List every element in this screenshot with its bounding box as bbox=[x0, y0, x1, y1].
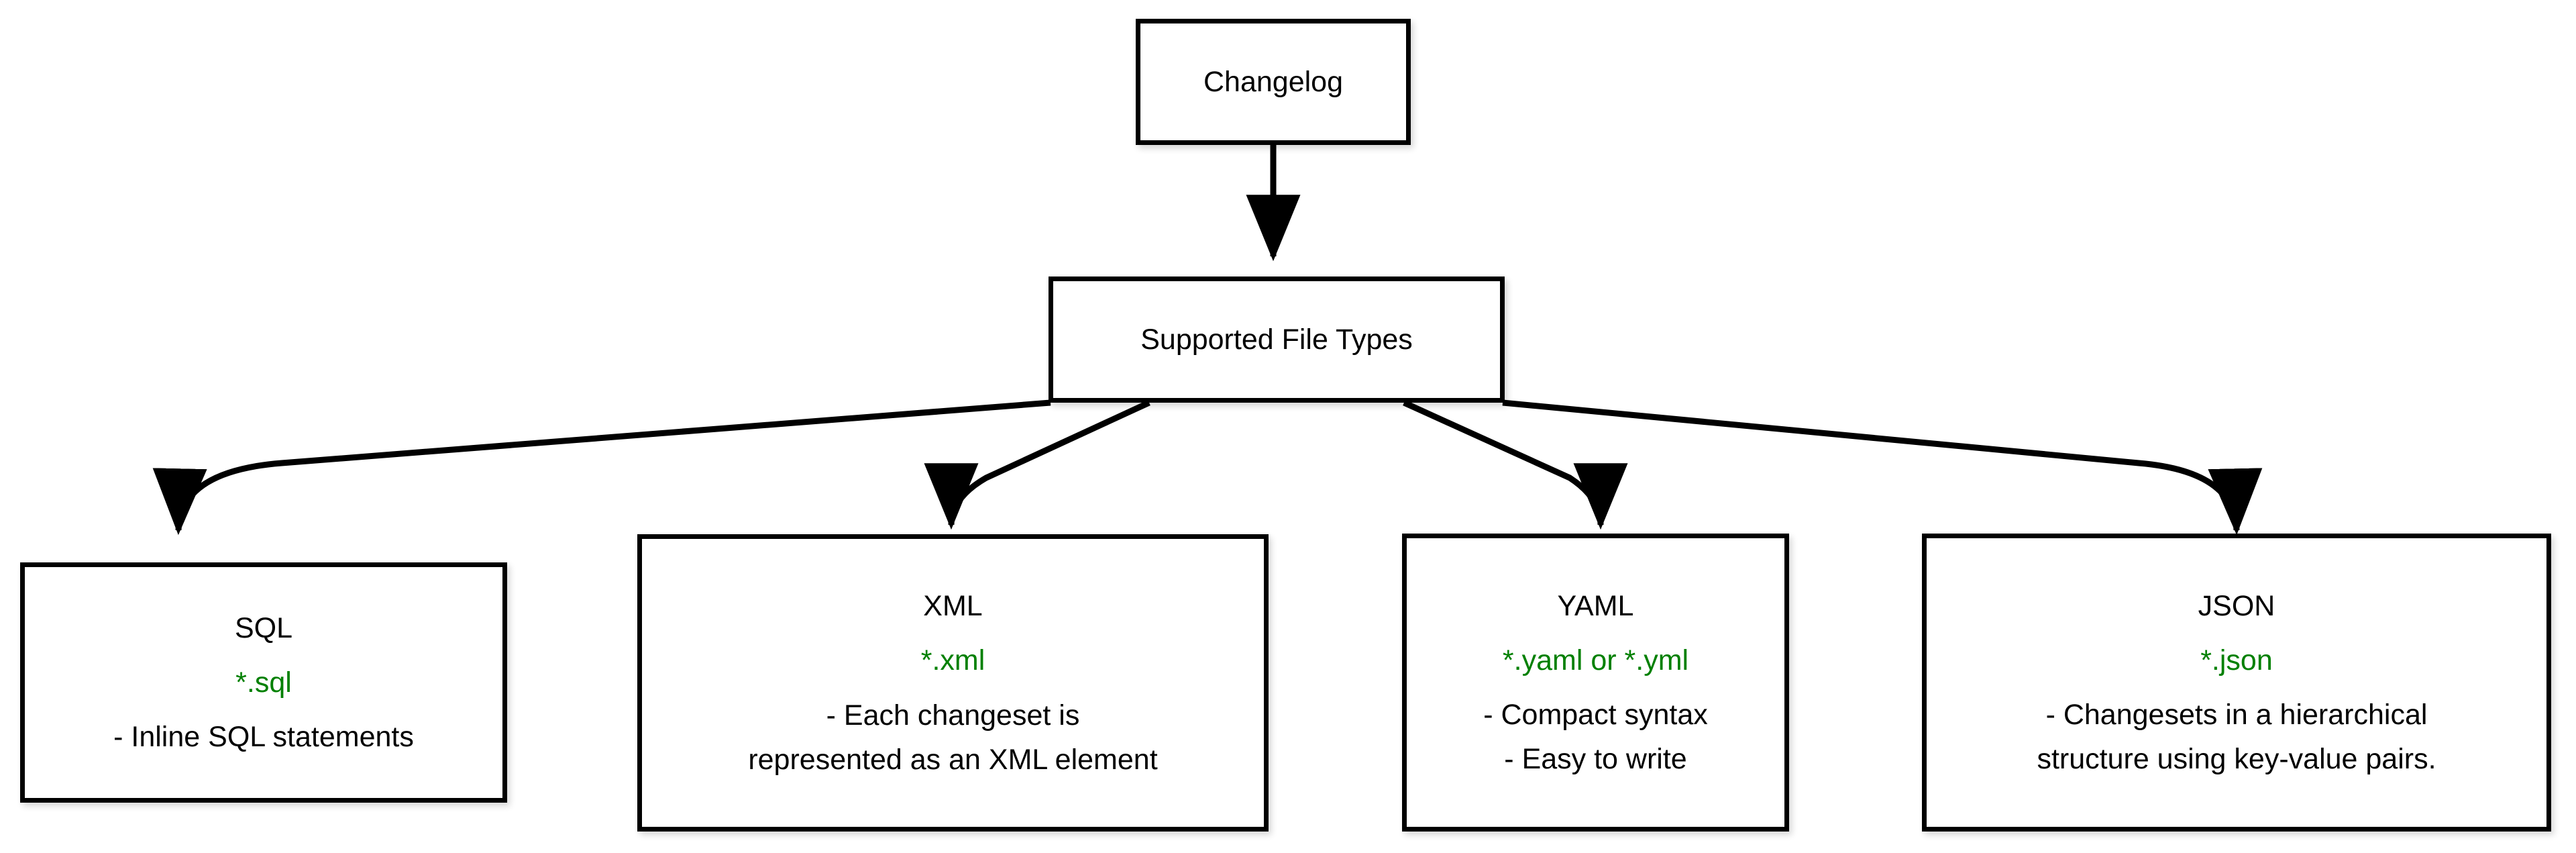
edge-supported-to-xml bbox=[924, 399, 1150, 530]
node-yaml-title: YAML bbox=[1557, 589, 1634, 622]
edge-supported-to-yaml bbox=[1403, 399, 1628, 530]
node-yaml-extension: *.yaml or *.yml bbox=[1502, 644, 1689, 676]
node-xml-extension: *.xml bbox=[920, 644, 985, 677]
node-supported-file-types[interactable]: Supported File Types bbox=[1049, 277, 1505, 403]
edge-supported-to-sql bbox=[152, 399, 1051, 536]
node-json-description: - Changesets in a hierarchical structure… bbox=[2037, 697, 2436, 777]
node-changelog-label: Changelog bbox=[1203, 65, 1343, 98]
node-xml-description: - Each changeset is represented as an XM… bbox=[748, 697, 1157, 778]
node-sql[interactable]: SQL *.sql - Inline SQL statements bbox=[20, 562, 507, 803]
node-supported-file-types-label: Supported File Types bbox=[1140, 323, 1413, 356]
node-changelog[interactable]: Changelog bbox=[1136, 19, 1411, 145]
node-json[interactable]: JSON *.json - Changesets in a hierarchic… bbox=[1922, 534, 2551, 832]
node-yaml[interactable]: YAML *.yaml or *.yml - Compact syntax - … bbox=[1402, 534, 1789, 832]
node-xml[interactable]: XML *.xml - Each changeset is represente… bbox=[637, 534, 1269, 832]
node-sql-extension: *.sql bbox=[235, 666, 292, 699]
node-yaml-description-line: - Compact syntax bbox=[1483, 699, 1708, 731]
node-json-title: JSON bbox=[2198, 589, 2275, 622]
node-json-description-line: structure using key-value pairs. bbox=[2037, 743, 2436, 776]
node-yaml-description-line: - Easy to write bbox=[1504, 743, 1687, 776]
node-sql-description: - Inline SQL statements bbox=[113, 719, 414, 755]
edge-supported-to-json bbox=[1502, 399, 2263, 536]
node-xml-title: XML bbox=[923, 590, 983, 623]
node-sql-description-line: - Inline SQL statements bbox=[113, 721, 414, 754]
node-json-extension: *.json bbox=[2200, 644, 2273, 676]
node-json-description-line: - Changesets in a hierarchical bbox=[2045, 699, 2428, 731]
node-yaml-description: - Compact syntax - Easy to write bbox=[1483, 697, 1708, 777]
node-xml-description-line: represented as an XML element bbox=[748, 743, 1158, 776]
node-xml-description-line: - Each changeset is bbox=[826, 699, 1080, 732]
node-sql-title: SQL bbox=[234, 611, 293, 644]
